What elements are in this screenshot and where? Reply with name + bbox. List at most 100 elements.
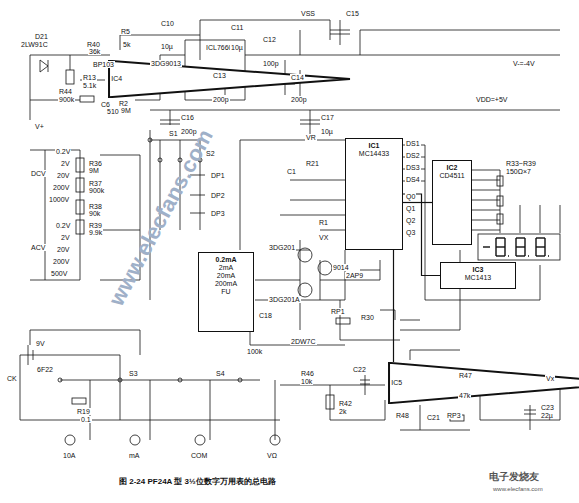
component-label: 100p [262, 60, 280, 67]
component-label: R37 [88, 180, 103, 187]
display-segment [515, 238, 516, 256]
component-label: R30 [360, 314, 375, 321]
component-label: 9M [88, 167, 100, 174]
display-segment [496, 255, 505, 256]
opamp-outline [104, 60, 355, 98]
component-label: 2AP9 [345, 272, 364, 279]
display-segment [524, 238, 525, 256]
part-text: 200mA [202, 280, 250, 288]
component-label: 36k [88, 48, 101, 55]
component-label: 10µ [320, 128, 334, 135]
component-label: R21 [305, 160, 320, 167]
component-label: Vx [545, 375, 555, 382]
component-label: 900k [88, 187, 105, 194]
component-label: R44 [58, 88, 73, 95]
caption: 图 2-24 PF24A 型 3½位数字万用表的总电路 [118, 478, 277, 486]
component-label: DP1 [210, 172, 226, 179]
part-name: IC4 [110, 75, 123, 83]
component-label: Q0 [405, 193, 416, 200]
part-text: MC1413 [444, 274, 512, 282]
display-segment [516, 255, 525, 256]
component-label: S3 [128, 370, 139, 377]
display-segment [483, 246, 490, 247]
component-label: 2V [60, 234, 71, 241]
component-label: VR [305, 134, 317, 141]
component-label: R46 [300, 370, 315, 377]
component-label: R48 [395, 412, 410, 419]
component-label: S4 [215, 370, 226, 377]
watermark: www.elecfans.com [492, 486, 544, 492]
part-name: 0.2mA [202, 256, 250, 264]
component-label: VDD=+5V [475, 96, 509, 103]
component-label: DP2 [210, 192, 226, 199]
component-label: C13 [212, 72, 227, 79]
component-label: 20V [56, 172, 70, 179]
component-label: 22µ [540, 412, 554, 419]
component-label: 9014 [332, 264, 350, 271]
component-label: R33~R39 [505, 160, 537, 167]
display-segment [536, 246, 545, 247]
ic-box: IC1MC14433 [345, 138, 403, 250]
component-label: COM [190, 452, 208, 459]
component-label: 200V [52, 258, 70, 265]
component-label: VSS [300, 10, 316, 17]
component-label: Q1 [405, 205, 416, 212]
component-label: C11 [230, 24, 244, 31]
component-label: DP3 [210, 210, 226, 217]
component-label: 3DG201 [268, 244, 296, 251]
component-label: 10A [62, 452, 76, 459]
component-label: R5 [120, 28, 131, 35]
component-label: C6 [100, 101, 111, 108]
opamp-triangle [389, 363, 579, 403]
component-label: D21 [34, 33, 49, 40]
component-label: 200V [52, 184, 70, 191]
ic-box: 0.2mA2mA20mA200mAFU [198, 252, 254, 332]
component-label: 0.2V [55, 222, 71, 229]
display-segment [496, 246, 505, 247]
display-segment [516, 237, 525, 238]
display-segment [544, 238, 545, 256]
part-name: IC5 [390, 379, 403, 387]
component-label: DS4 [405, 176, 421, 183]
component-label: 9M [120, 107, 132, 114]
component-label: 20V [56, 246, 70, 253]
component-label: 3DG201A [268, 296, 301, 303]
component-label: C1 [286, 168, 297, 175]
component-label: CK [6, 375, 18, 382]
display-segment [536, 237, 545, 238]
component-label: C16 [180, 114, 195, 121]
component-label: 510 [106, 108, 120, 115]
component-label: C10 [160, 20, 175, 27]
opamp-outline [384, 362, 579, 404]
part-text: FU [202, 288, 250, 296]
component-label: 150Ω×7 [505, 168, 532, 175]
component-label: RP1 [330, 308, 346, 315]
component-label: 1000V [48, 196, 70, 203]
component-label: C23 [540, 404, 555, 411]
component-label: DS1 [405, 140, 421, 147]
component-label: 5k [122, 41, 131, 48]
opamp-symbol: IC5 [384, 362, 579, 404]
component-label: R13 [82, 74, 97, 81]
component-label: 500V [50, 270, 68, 277]
component-label: R47 [458, 372, 473, 379]
component-label: VΩ [266, 452, 278, 459]
component-label: Q2 [405, 217, 416, 224]
component-label: R42 [338, 400, 353, 407]
component-label: 200p [290, 96, 308, 103]
component-label: Q3 [405, 229, 416, 236]
component-label: 900k [58, 96, 75, 103]
component-label: 2DW7C [290, 338, 317, 345]
component-label: 3DG9013 [150, 60, 182, 67]
component-label: DCV [30, 170, 47, 177]
part-name: IC1 [349, 142, 399, 150]
component-label: S1 [168, 130, 179, 137]
component-label: 0.1 [80, 416, 92, 423]
display-segment [548, 255, 549, 256]
component-label: 10µ [230, 44, 244, 51]
ic-box: IC2CD4511 [432, 160, 472, 245]
component-label: VX [318, 234, 329, 241]
part-text: 20mA [202, 272, 250, 280]
component-label: C22 [352, 366, 367, 373]
component-label: BP103 [92, 61, 115, 68]
